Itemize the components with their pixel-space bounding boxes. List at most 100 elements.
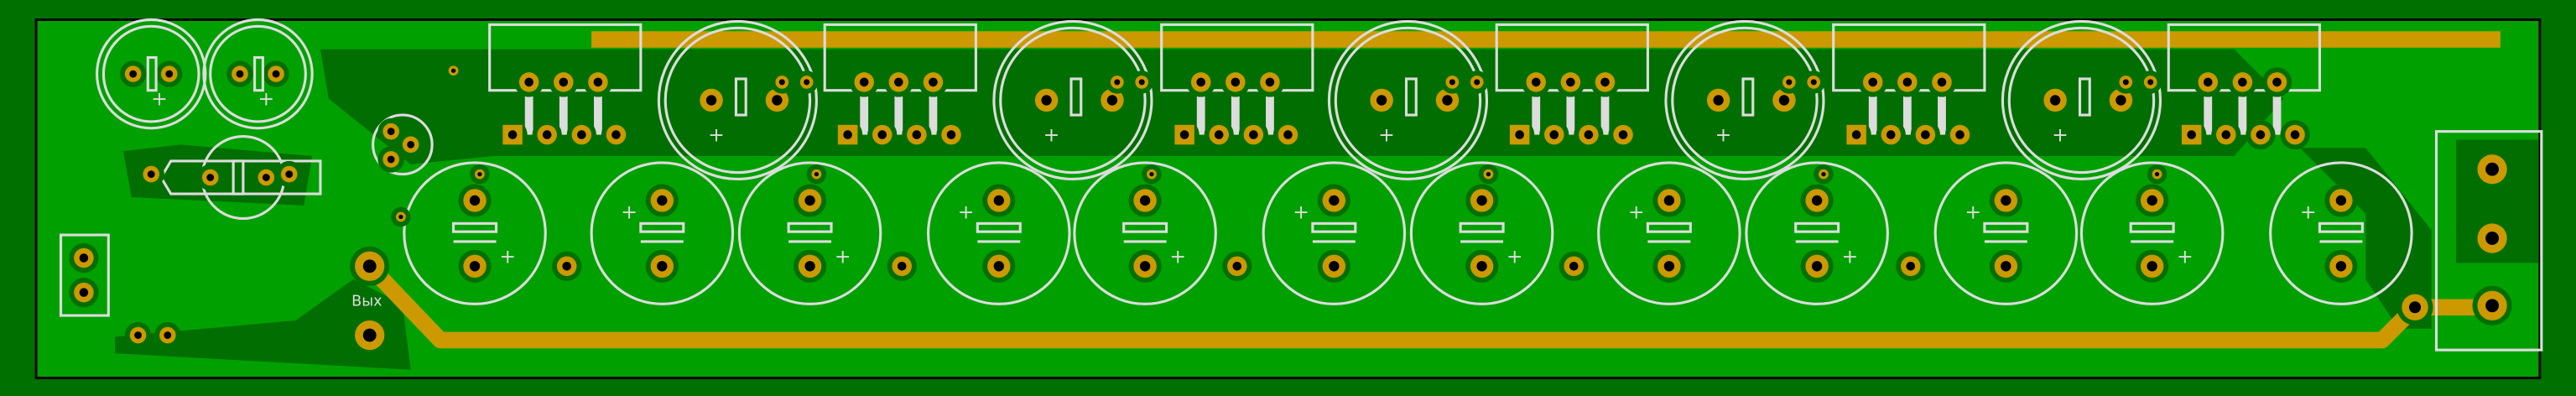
output-trace	[363, 260, 2493, 349]
polarity-mark: +	[151, 86, 168, 110]
components-layer: +++++++++++++++++++	[59, 18, 2543, 356]
drill-hole	[236, 70, 244, 78]
round-pad	[1222, 251, 1252, 281]
polarity-mark: +	[499, 244, 516, 268]
drill-hole	[2147, 261, 2157, 272]
capacitor-body	[1741, 77, 1755, 117]
capacitor-plate	[639, 221, 685, 233]
drill-hole	[946, 130, 956, 139]
drill-hole	[2408, 301, 2422, 314]
drill-hole	[929, 77, 938, 87]
square-pad	[497, 119, 528, 150]
drill-hole	[2049, 95, 2061, 106]
drill-hole	[894, 77, 903, 87]
capacitor-outline	[992, 19, 1153, 181]
drill-hole	[2485, 232, 2500, 245]
polarity-mark: +	[621, 200, 637, 223]
drill-hole	[2001, 195, 2011, 206]
drill-hole	[1600, 77, 1610, 87]
capacitor-plate	[2318, 221, 2364, 233]
drill-hole	[993, 195, 1004, 206]
round-pad	[2136, 184, 2169, 217]
drill-hole	[2335, 195, 2347, 206]
round-pad	[2324, 184, 2358, 217]
drill-hole	[1569, 261, 1579, 271]
round-pad	[2472, 285, 2512, 326]
capacitor-body	[1404, 77, 1418, 117]
round-pad	[982, 249, 1016, 283]
round-pad	[1777, 70, 1801, 94]
round-pad	[1652, 249, 1686, 283]
capacitor-body	[232, 159, 245, 195]
round-pad	[1204, 119, 1234, 150]
trimmer-outline	[372, 113, 434, 176]
drill-hole	[1196, 77, 1205, 87]
round-pad	[1802, 70, 1825, 94]
capacitor-outline-inner	[2007, 26, 2156, 175]
capacitor-outline	[1262, 161, 1407, 305]
drill-hole	[705, 95, 717, 106]
drill-hole	[1231, 77, 1241, 87]
capacitor-outline	[403, 161, 547, 305]
capacitor-outline	[590, 161, 735, 305]
round-pad	[645, 249, 679, 283]
capacitor-body	[2078, 77, 2091, 117]
drill-hole	[1810, 79, 1817, 86]
round-pad	[458, 249, 492, 283]
drill-hole	[1663, 195, 1675, 206]
drill-hole	[593, 77, 603, 87]
drill-hole	[1549, 130, 1559, 139]
drill-hole	[1902, 77, 1912, 87]
drill-hole	[362, 328, 377, 342]
round-pad	[883, 67, 913, 97]
drill-hole	[843, 130, 852, 139]
capacitor-outline	[927, 161, 1071, 305]
drill-hole	[362, 259, 377, 274]
capacitor-outline	[1073, 161, 1217, 305]
drill-hole	[1476, 261, 1487, 272]
capacitor-outline	[1597, 161, 1741, 305]
polarity-mark: +	[2300, 200, 2317, 223]
round-pad	[377, 118, 404, 145]
ground-pour	[115, 279, 411, 370]
round-pad	[1272, 119, 1304, 150]
round-pad	[1590, 67, 1621, 97]
drill-hole	[2221, 130, 2231, 139]
round-pad	[1858, 67, 1888, 97]
capacitor-plate	[1122, 221, 1168, 233]
round-pad	[1478, 164, 1499, 185]
round-pad	[120, 60, 147, 87]
power-connector-outline	[2434, 130, 2543, 352]
drill-hole	[1906, 261, 1916, 271]
round-pad	[1128, 249, 1162, 283]
round-pad	[1800, 184, 1834, 217]
drill-hole	[814, 171, 820, 177]
drill-hole	[2485, 162, 2500, 176]
round-pad	[197, 164, 224, 191]
drill-hole	[164, 331, 172, 339]
capacitor-plate	[787, 221, 833, 233]
drill-hole	[407, 140, 415, 148]
capacitor-outline	[2269, 161, 2413, 305]
round-pad	[1317, 249, 1350, 283]
round-pad	[2211, 119, 2241, 150]
round-pad	[514, 67, 544, 97]
capacitor-plate	[1794, 221, 1840, 233]
round-pad	[902, 119, 932, 150]
capacitor-outline	[1933, 161, 2079, 305]
capacitor-body	[1069, 77, 1083, 117]
round-pad	[1317, 184, 1350, 217]
round-pad	[1255, 67, 1285, 97]
round-pad	[391, 206, 411, 227]
small-capacitor-outline	[96, 18, 207, 130]
round-pad	[1440, 70, 1465, 94]
drill-hole	[1821, 171, 1826, 177]
drill-hole	[2335, 261, 2347, 272]
drill-hole	[778, 79, 785, 86]
drill-hole	[165, 70, 174, 78]
round-pad	[1800, 249, 1834, 283]
drill-hole	[2122, 79, 2129, 86]
capacitor-outline	[657, 19, 818, 181]
polarity-mark: +	[1507, 244, 1523, 268]
round-pad	[252, 164, 279, 191]
